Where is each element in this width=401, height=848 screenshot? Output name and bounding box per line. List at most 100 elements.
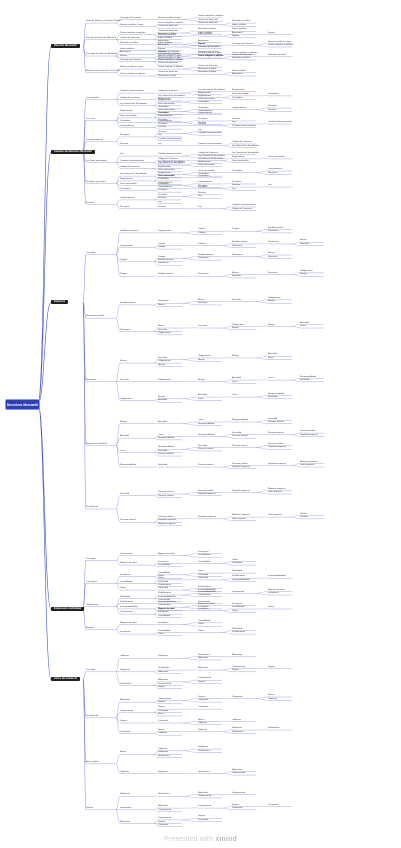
subtopic[interactable]: Obligaciones — [120, 397, 133, 400]
subtopic[interactable]: Subjetivos — [120, 669, 131, 671]
connector-line — [181, 574, 199, 577]
branch-2-topic[interactable]: La costumbre — [86, 96, 100, 99]
subtopic[interactable]: Riesgo — [120, 420, 127, 423]
subtopic[interactable]: Costumbre — [120, 187, 131, 190]
branch-3-topic[interactable]: Clasificación — [86, 506, 99, 509]
subtopic[interactable]: Comerciante — [120, 611, 133, 614]
subtopic[interactable]: Costumbre — [120, 119, 131, 122]
subtopic[interactable]: Teoría subjetiva u objetiva — [120, 73, 146, 76]
subtopic[interactable]: Mayoría de edad — [120, 621, 137, 624]
subtopic[interactable]: Unilaterales — [120, 682, 132, 685]
subtopic[interactable]: Normas jurídicas, Leyes — [120, 66, 144, 69]
subtopic[interactable]: Prohibiciones — [120, 600, 134, 603]
subtopic[interactable]: Inscripción — [120, 573, 131, 576]
subtopic[interactable]: Objetivos — [120, 770, 130, 773]
subtopic[interactable]: Naturaleza jurídica — [120, 41, 139, 44]
subtopic[interactable]: Objetivos — [120, 655, 130, 658]
subtopic[interactable]: Bilaterales — [120, 820, 131, 823]
subtopic[interactable]: Unilaterales — [120, 807, 132, 809]
subtopic[interactable]: Actividad — [120, 435, 129, 438]
subtopic[interactable]: Ley General de Sociedades — [120, 102, 147, 105]
subtopic[interactable]: Transporte — [120, 730, 131, 733]
branch-4-topic[interactable]: Registro — [86, 626, 95, 629]
subtopic[interactable]: Jurisprudencia — [120, 197, 135, 200]
detail: Teoría subjetiva u objetiva — [158, 21, 184, 24]
branch-3-topic[interactable]: Empresario individual — [86, 442, 107, 445]
subtopic[interactable]: Compraventa — [120, 709, 134, 712]
subtopic[interactable]: Libros — [120, 587, 126, 590]
branch-1-topic[interactable]: Derecho Público y Derecho Privado — [86, 20, 121, 23]
subtopic[interactable]: Patrimonio — [120, 328, 131, 331]
subtopic[interactable]: Organización — [120, 244, 133, 247]
subtopic[interactable]: Principios — [120, 205, 130, 208]
subtopic[interactable]: Usos mercantiles — [120, 115, 137, 118]
subtopic[interactable]: Código de Comercio — [120, 165, 140, 168]
subtopic[interactable]: Lucro — [120, 449, 126, 452]
branch-1-topic[interactable]: Fuentes del Derecho Mercantil — [86, 36, 116, 39]
subtopic[interactable]: Código de Comercio — [120, 96, 140, 99]
subtopic[interactable]: Jurisprudencia — [120, 124, 135, 127]
subtopic[interactable]: Doctrina — [120, 142, 129, 145]
subtopic[interactable]: Principios — [120, 134, 130, 137]
branch-3-topic[interactable]: Concepto — [86, 251, 96, 254]
subtopic[interactable]: Ley General de Sociedades — [120, 173, 147, 176]
branch-2-topic[interactable]: Doctrina — [86, 201, 95, 204]
subtopic[interactable]: Incompatibilidades — [120, 606, 139, 609]
subtopic[interactable]: Banca — [120, 751, 127, 754]
root-topic[interactable]: Derechos Mercantil — [5, 399, 40, 410]
subtopic[interactable]: Unidad económica — [120, 230, 139, 233]
subtopic[interactable]: Sujetos — [120, 55, 128, 58]
branch-4-topic[interactable]: Capacidad — [86, 580, 97, 583]
subtopic[interactable]: Criterio de distinción — [120, 36, 140, 39]
subtopic[interactable]: Tratados Internacionales — [120, 90, 144, 93]
subtopic[interactable]: Reglamentos — [120, 178, 133, 181]
subtopic[interactable]: Teoría subjetiva u objetiva — [120, 31, 146, 34]
subtopic[interactable]: Sociedad — [120, 492, 130, 495]
branch-2[interactable]: Fuentes del Derecho Mercantil — [51, 150, 95, 154]
branch-5-topic[interactable]: Actos mixtos — [86, 761, 99, 763]
branch-4[interactable]: Empresario individual — [51, 607, 85, 611]
subtopic[interactable]: Concepto y Principios — [120, 16, 142, 19]
subtopic[interactable]: Reglamentos — [120, 110, 133, 113]
subtopic[interactable]: Tratados Internacionales — [120, 159, 144, 162]
subtopic[interactable]: Normas jurídicas, Leyes — [120, 23, 144, 26]
branch-3[interactable]: Empresa — [51, 300, 68, 304]
subtopic[interactable]: Contabilidad — [120, 580, 133, 583]
subtopic[interactable]: Autonomía — [120, 51, 131, 54]
branch-5-topic[interactable]: Teorías — [86, 807, 94, 809]
subtopic[interactable]: Establecimiento — [120, 302, 136, 305]
branch-4-topic[interactable]: Concepto — [86, 557, 96, 560]
connector-line — [255, 229, 269, 232]
subtopic[interactable]: Mayoría de edad — [120, 562, 137, 565]
branch-4-topic[interactable]: Obligaciones — [86, 603, 99, 606]
branch-2-topic[interactable]: Los usos — [86, 117, 95, 120]
subtopic[interactable]: Comerciante — [120, 552, 133, 555]
connector-line — [115, 423, 121, 446]
subtopic[interactable]: Concepto y Principios — [120, 58, 142, 61]
subtopic[interactable]: Ley — [120, 153, 124, 156]
branch-2-topic[interactable]: Principios generales — [86, 180, 106, 183]
subtopic[interactable]: Publicidad — [120, 595, 131, 598]
branch-3-topic[interactable]: Elementos — [86, 379, 97, 381]
branch-5-topic[interactable]: Clasificación — [86, 715, 99, 717]
subtopic[interactable]: Derechos — [120, 379, 130, 381]
subtopic[interactable]: Usos mercantiles — [120, 182, 137, 185]
branch-1-topic[interactable]: Relación entre Derecho Civil y DM — [86, 69, 120, 72]
subtopic[interactable]: Interés público — [120, 47, 135, 50]
subtopic[interactable]: Bilaterales — [120, 699, 131, 702]
branch-1-topic[interactable]: Concepto de Derecho Mercantil — [86, 53, 117, 56]
branch-2-topic[interactable]: Las leyes mercantiles — [86, 159, 108, 162]
subtopic[interactable]: Persona natural — [120, 519, 136, 522]
branch-5-topic[interactable]: Concepto — [86, 669, 96, 671]
branch-1[interactable]: Derecho Mercantil — [51, 44, 80, 48]
branch-2-topic[interactable]: La jurisprudencia — [86, 138, 103, 141]
subtopic[interactable]: Capital — [120, 259, 127, 262]
subtopic[interactable]: Subjetivos — [120, 793, 131, 796]
subtopic[interactable]: Seguro — [120, 720, 128, 723]
branch-3-topic[interactable]: Naturaleza jurídica — [86, 315, 105, 318]
subtopic[interactable]: Inscripción — [120, 631, 131, 634]
branch-5[interactable]: Actos de comercio — [51, 677, 81, 681]
subtopic[interactable]: Bienes — [120, 360, 127, 363]
subtopic[interactable]: Responsabilidad — [120, 464, 137, 467]
subtopic[interactable]: Trabajo — [120, 273, 128, 276]
